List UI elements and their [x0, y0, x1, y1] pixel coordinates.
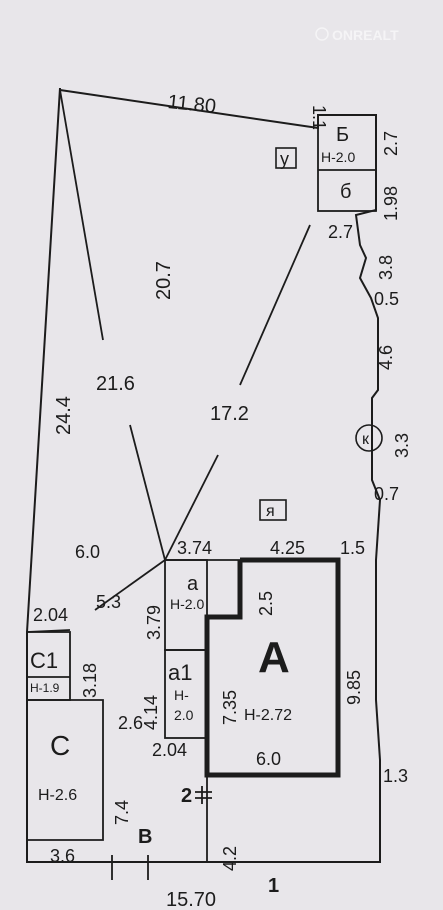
diag-line-5 — [94, 559, 166, 611]
room-main-a-height: Н-2.72 — [244, 707, 292, 724]
room-c1-height: Н-1.9 — [30, 681, 60, 695]
label-3-18: 3.18 — [80, 663, 100, 698]
label-3-6: 3.6 — [50, 846, 75, 866]
room-a1-height-2: 2.0 — [174, 707, 194, 723]
room-k-name: к — [362, 431, 370, 448]
room-u-name: у — [280, 149, 289, 169]
label-0-5: 0.5 — [374, 289, 399, 309]
watermark: ONREALT — [315, 27, 399, 43]
label-2-04: 2.04 — [33, 605, 68, 625]
label-24-4: 24.4 — [53, 396, 75, 435]
diag-line-4 — [164, 454, 219, 561]
watermark-logo-icon — [315, 27, 329, 41]
room-k-circle — [355, 424, 383, 452]
label-0-7: 0.7 — [374, 484, 399, 504]
label-4-25: 4.25 — [270, 538, 305, 558]
diag-line-3 — [239, 224, 311, 386]
label-3-79: 3.79 — [144, 605, 164, 640]
measurement-labels: 11.80 1.1 2.7 1.98 2.7 3.8 0.5 4.6 3.3 0… — [33, 91, 412, 910]
label-2-6: 2.6 — [118, 713, 143, 733]
diag-line-2 — [129, 424, 166, 561]
label-gate-v: В — [138, 826, 152, 848]
label-mark-1: 1 — [268, 875, 279, 897]
label-3-8: 3.8 — [376, 255, 396, 280]
label-4-2: 4.2 — [220, 846, 240, 871]
building-b-outline — [317, 114, 377, 212]
room-c1-name: С1 — [30, 648, 58, 673]
room-c-name: С — [50, 730, 70, 761]
label-21-6: 21.6 — [96, 373, 135, 395]
label-b2-width: 2.7 — [328, 222, 353, 242]
label-2-04b: 2.04 — [152, 740, 187, 760]
label-4-6: 4.6 — [376, 345, 396, 370]
room-c-height: Н-2.6 — [38, 787, 77, 804]
label-20-7: 20.7 — [153, 261, 175, 300]
diag-line-1 — [59, 89, 104, 341]
label-3-3: 3.3 — [392, 433, 412, 458]
room-a1-name: а1 — [168, 660, 192, 685]
label-9-85: 9.85 — [344, 670, 364, 705]
measure-lines — [26, 89, 311, 633]
label-2-5: 2.5 — [256, 591, 276, 616]
room-ya-box — [259, 499, 287, 521]
label-b-height: 2.7 — [381, 131, 401, 156]
room-a1-height-1: Н- — [174, 687, 189, 703]
label-boxes — [259, 147, 383, 521]
building-b — [317, 114, 377, 212]
label-7-4: 7.4 — [112, 800, 132, 825]
label-17-2: 17.2 — [210, 403, 249, 425]
building-c-outline — [27, 699, 104, 841]
room-a-small-name: а — [187, 573, 199, 595]
label-bottom-total: 15.70 — [166, 889, 216, 910]
room-b-height: Н-2.0 — [321, 149, 355, 165]
room-labels: Б Н-2.0 б у я к а Н-2.0 а1 Н- 2.0 А Н-2.… — [30, 124, 370, 804]
label-mark-2: 2 — [181, 785, 192, 807]
label-3-74: 3.74 — [177, 538, 212, 558]
room-u-box — [275, 147, 297, 169]
label-b2-height: 1.98 — [381, 186, 401, 221]
label-6-0: 6.0 — [75, 542, 100, 562]
label-6-0b: 6.0 — [256, 749, 281, 769]
label-1-5: 1.5 — [340, 538, 365, 558]
room-a-small-height: Н-2.0 — [170, 596, 204, 612]
room-ya-name: я — [266, 503, 275, 520]
label-4-14: 4.14 — [141, 695, 161, 730]
label-top-edge: 11.80 — [166, 91, 217, 118]
label-1-3: 1.3 — [383, 766, 408, 786]
label-5-3: 5.3 — [96, 592, 121, 612]
label-7-35: 7.35 — [220, 690, 240, 725]
room-b2-name: б — [340, 181, 351, 203]
watermark-text: ONREALT — [332, 27, 399, 43]
room-main-a-name: А — [258, 633, 290, 682]
room-b-name: Б — [336, 124, 349, 146]
label-1-1: 1.1 — [309, 105, 329, 130]
building-c — [26, 631, 104, 841]
gate-lines — [111, 775, 212, 880]
